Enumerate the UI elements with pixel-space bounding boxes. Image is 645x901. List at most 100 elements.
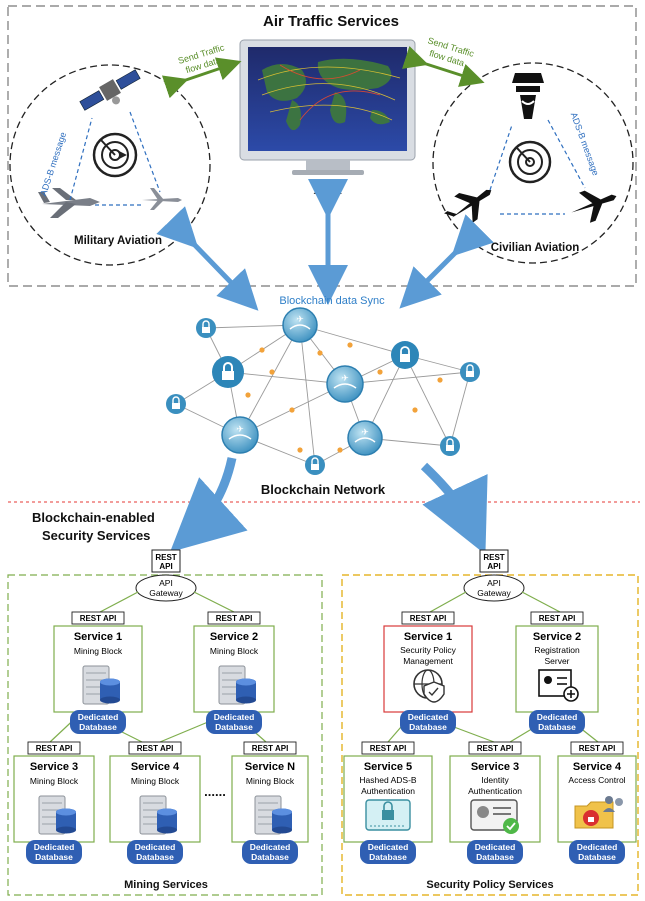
rest-api-label: REST API bbox=[137, 744, 174, 753]
database-label-1: Dedicated bbox=[537, 712, 578, 722]
send-traffic-arrow-right bbox=[402, 45, 485, 87]
flight-traffic bbox=[257, 64, 401, 121]
database-label-2: Database bbox=[409, 722, 447, 732]
server-icon bbox=[38, 795, 76, 835]
service-desc-2: Server bbox=[544, 656, 569, 666]
lock-screen-icon bbox=[365, 799, 411, 831]
service-desc-2: Management bbox=[403, 656, 453, 666]
satellite-icon bbox=[79, 69, 141, 111]
service-name: Service 2 bbox=[210, 631, 258, 643]
rest-api-label: REST API bbox=[579, 744, 616, 753]
server-icon bbox=[82, 665, 120, 705]
asdi-label: ASDI bbox=[314, 183, 343, 197]
gateway-label-1: API bbox=[487, 578, 501, 588]
database-label-1: Dedicated bbox=[475, 842, 516, 852]
service-desc-2: Authentication bbox=[468, 786, 522, 796]
security-gateway: REST API API Gateway bbox=[463, 549, 525, 602]
database-label-1: Dedicated bbox=[368, 842, 409, 852]
svg-text:✈: ✈ bbox=[341, 373, 349, 383]
rest-api-label: REST API bbox=[477, 744, 514, 753]
gateway-label-2: Gateway bbox=[477, 588, 511, 598]
aviation-node-icon: ✈ bbox=[282, 307, 318, 343]
database-label-2: Database bbox=[136, 852, 174, 862]
server-icon bbox=[254, 795, 292, 835]
globe-shield-icon bbox=[413, 669, 445, 703]
database-label-1: Dedicated bbox=[214, 712, 255, 722]
service-desc: Mining Block bbox=[131, 776, 180, 786]
lock-icon bbox=[166, 394, 186, 414]
rest-api-label: REST API bbox=[539, 614, 576, 623]
service-name: Service N bbox=[245, 761, 295, 773]
service-name: Service 5 bbox=[364, 761, 412, 773]
rest-api-label: REST API bbox=[252, 744, 289, 753]
drone-icon bbox=[142, 188, 182, 210]
service-desc-1: Access Control bbox=[568, 775, 625, 785]
database-label-1: Dedicated bbox=[250, 842, 291, 852]
service-desc-1: Hashed ADS-B bbox=[359, 775, 416, 785]
database-label-2: Database bbox=[79, 722, 117, 732]
security-heading-line1: Blockchain-enabled bbox=[32, 510, 155, 525]
service-desc: Mining Block bbox=[30, 776, 79, 786]
blockchain-sync-label: Blockchain data Sync bbox=[279, 295, 385, 307]
service-card: REST API Service 2 Mining BlockDedicatedDa… bbox=[193, 611, 275, 734]
service-desc: Mining Block bbox=[246, 776, 295, 786]
rest-api-label: REST API bbox=[36, 744, 73, 753]
folder-lock-icon bbox=[574, 796, 623, 829]
database-label-2: Database bbox=[215, 722, 253, 732]
service-name: Service 2 bbox=[533, 631, 581, 643]
service-name: Service 1 bbox=[404, 631, 452, 643]
database-label-2: Database bbox=[538, 722, 576, 732]
mining-services-label: Mining Services bbox=[124, 879, 208, 891]
database-label-2: Database bbox=[369, 852, 407, 862]
gateway-label-2: Gateway bbox=[149, 588, 183, 598]
control-tower-icon bbox=[512, 73, 544, 119]
send-traffic-arrow-left bbox=[161, 57, 242, 99]
server-icon bbox=[218, 665, 256, 705]
flow-arrow-to-security bbox=[420, 462, 488, 555]
lock-icon bbox=[440, 436, 460, 456]
service-card: REST API Service N Mining BlockDedicatedDa… bbox=[231, 741, 309, 864]
database-label-2: Database bbox=[35, 852, 73, 862]
service-name: Service 4 bbox=[131, 761, 180, 773]
database-label-1: Dedicated bbox=[78, 712, 119, 722]
id-card-icon bbox=[538, 669, 579, 702]
database-label-1: Dedicated bbox=[135, 842, 176, 852]
service-desc: Mining Block bbox=[210, 646, 259, 656]
svg-text:✈: ✈ bbox=[361, 427, 369, 437]
svg-text:✈: ✈ bbox=[236, 424, 244, 434]
service-name: Service 3 bbox=[30, 761, 78, 773]
service-card: REST API Service 4 Mining BlockDedicatedDa… bbox=[109, 741, 201, 864]
radar-icon bbox=[92, 132, 138, 178]
civilian-aviation-group: ADS-B message Civilian Aviation bbox=[432, 62, 634, 264]
service-card: REST API Service 3 Mining BlockDedicatedDa… bbox=[13, 741, 95, 864]
rest-api-label: REST API bbox=[216, 614, 253, 623]
rest-api-label: REST API bbox=[80, 614, 117, 623]
asdi-monitor: ASDI bbox=[239, 39, 416, 197]
blockchain-network-label: Blockchain Network bbox=[261, 482, 386, 497]
server-icon bbox=[139, 795, 177, 835]
gateway-rest-label: REST bbox=[483, 553, 504, 562]
aviation-node-icon: ✈ bbox=[326, 365, 364, 403]
fighter-jet-icon bbox=[38, 188, 100, 218]
service-name: Service 1 bbox=[74, 631, 122, 643]
database-label-2: Database bbox=[251, 852, 289, 862]
database-label-2: Database bbox=[578, 852, 616, 862]
radar-icon bbox=[508, 140, 552, 184]
rest-api-label: REST API bbox=[410, 614, 447, 623]
gateway-rest-label: REST bbox=[155, 553, 176, 562]
